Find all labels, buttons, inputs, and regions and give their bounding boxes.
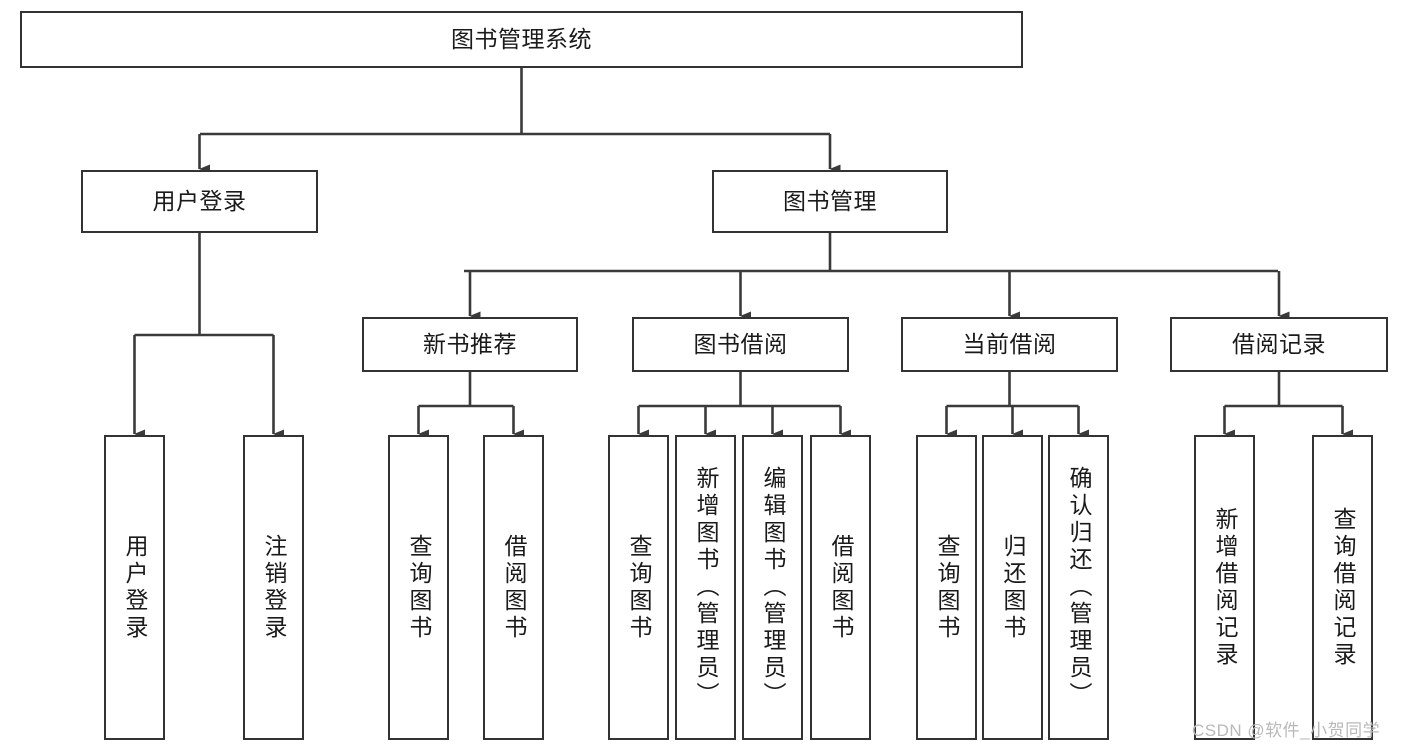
node-book-manage-label: 图书管理 <box>783 187 877 214</box>
node-borrow-record[interactable]: 借阅记录 <box>1170 317 1388 372</box>
node-root[interactable]: 图书管理系统 <box>20 11 1023 68</box>
node-leaf-query-book-cur[interactable]: 查询图书 <box>916 435 977 740</box>
node-book-borrow[interactable]: 图书借阅 <box>632 317 849 372</box>
node-book-manage[interactable]: 图书管理 <box>712 170 948 233</box>
node-user-login-label: 用户登录 <box>152 187 247 214</box>
node-leaf-confirm-return-label: 确认归还（管理员） <box>1066 466 1092 709</box>
node-leaf-query-book-rec-label: 查询图书 <box>406 533 432 642</box>
node-book-borrow-label: 图书借阅 <box>693 330 788 357</box>
node-leaf-user-login-label: 用户登录 <box>122 533 148 642</box>
node-user-login[interactable]: 用户登录 <box>81 170 318 233</box>
node-leaf-borrow-book-bor-label: 借阅图书 <box>828 533 854 642</box>
node-leaf-add-book-label: 新增图书（管理员） <box>693 466 719 709</box>
node-current-borrow-label: 当前借阅 <box>962 330 1057 357</box>
node-current-borrow[interactable]: 当前借阅 <box>901 317 1118 372</box>
node-leaf-edit-book-label: 编辑图书（管理员） <box>760 466 786 709</box>
node-leaf-user-login[interactable]: 用户登录 <box>104 435 165 740</box>
node-root-label: 图书管理系统 <box>451 25 592 52</box>
node-leaf-borrow-book-rec-label: 借阅图书 <box>501 533 527 642</box>
node-leaf-query-record[interactable]: 查询借阅记录 <box>1312 435 1373 740</box>
node-leaf-query-book-cur-label: 查询图书 <box>934 533 960 642</box>
node-leaf-add-record[interactable]: 新增借阅记录 <box>1194 435 1255 740</box>
node-leaf-query-book-bor[interactable]: 查询图书 <box>608 435 669 740</box>
node-leaf-user-logout-label: 注销登录 <box>261 533 287 642</box>
node-leaf-return-book[interactable]: 归还图书 <box>982 435 1043 740</box>
node-new-book-recommend-label: 新书推荐 <box>423 330 517 357</box>
watermark-text: CSDN @软件_小贺同学 <box>1192 721 1381 740</box>
node-leaf-user-logout[interactable]: 注销登录 <box>243 435 304 740</box>
node-leaf-query-book-bor-label: 查询图书 <box>626 533 652 642</box>
node-leaf-confirm-return[interactable]: 确认归还（管理员） <box>1048 435 1109 740</box>
node-leaf-edit-book[interactable]: 编辑图书（管理员） <box>742 435 803 740</box>
node-leaf-query-record-label: 查询借阅记录 <box>1330 506 1356 669</box>
node-leaf-add-record-label: 新增借阅记录 <box>1212 506 1238 669</box>
node-leaf-borrow-book-bor[interactable]: 借阅图书 <box>810 435 871 740</box>
node-leaf-return-book-label: 归还图书 <box>1000 533 1026 642</box>
node-leaf-borrow-book-rec[interactable]: 借阅图书 <box>483 435 544 740</box>
node-borrow-record-label: 借阅记录 <box>1232 330 1326 357</box>
node-leaf-add-book[interactable]: 新增图书（管理员） <box>675 435 736 740</box>
node-new-book-recommend[interactable]: 新书推荐 <box>362 317 578 372</box>
node-leaf-query-book-rec[interactable]: 查询图书 <box>388 435 449 740</box>
